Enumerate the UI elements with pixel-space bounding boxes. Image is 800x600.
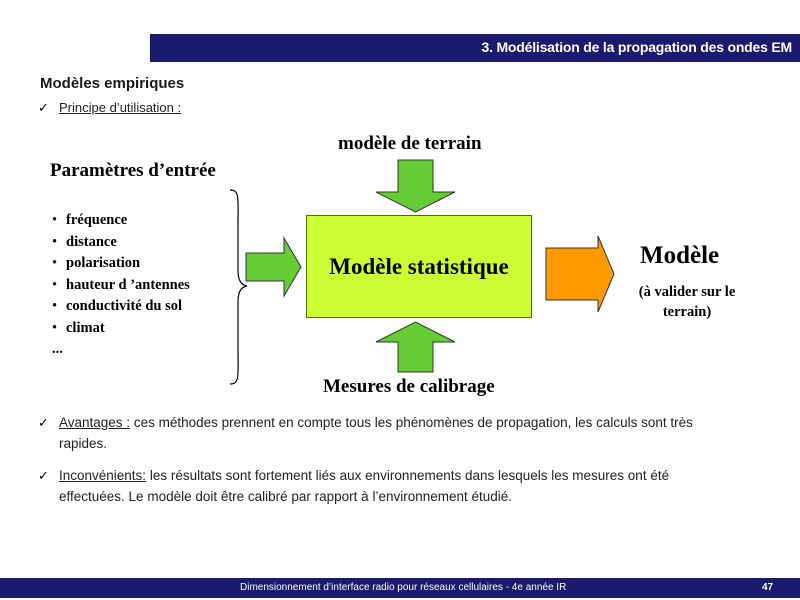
arrow-up-icon bbox=[375, 321, 456, 373]
footer-text: Dimensionnement d’interface radio pour r… bbox=[240, 582, 567, 593]
list-item: •fréquence bbox=[52, 212, 128, 228]
list-item: •polarisation bbox=[52, 255, 141, 271]
list-item: •distance bbox=[52, 233, 117, 250]
checkmark-icon: ✓ bbox=[38, 468, 49, 483]
parameter-list: •fréquence •distance •polarisation •haut… bbox=[52, 210, 190, 361]
avantages-text: Avantages : ces méthodes prennent en com… bbox=[59, 415, 693, 451]
calibration-label: Mesures de calibrage bbox=[323, 376, 495, 397]
inconvenients-text: Inconvénients: les résultats sont fortem… bbox=[59, 468, 670, 504]
checkmark-icon: ✓ bbox=[38, 100, 49, 115]
section-title: Modèles empiriques bbox=[40, 75, 185, 92]
principe-label: Principe d’utilisation : bbox=[59, 100, 182, 115]
curly-brace-icon bbox=[229, 189, 248, 385]
list-item: •conductivité du sol bbox=[52, 298, 183, 314]
slide-title: 3. Modélisation de la propagation des on… bbox=[481, 39, 792, 55]
page-number: 47 bbox=[762, 582, 774, 593]
header-bar: 3. Modélisation de la propagation des on… bbox=[150, 34, 800, 62]
statistical-model-box: Modèle statistique bbox=[306, 215, 532, 318]
list-item: •hauteur d ’antennes bbox=[52, 276, 190, 293]
arrow-right-icon bbox=[245, 236, 302, 298]
footer-bar: Dimensionnement d’interface radio pour r… bbox=[0, 578, 800, 598]
output-note: (à valider sur le terrain) bbox=[638, 284, 736, 320]
model-box-label: Modèle statistique bbox=[329, 253, 509, 279]
checkmark-icon: ✓ bbox=[38, 415, 49, 430]
list-item: •climat bbox=[52, 319, 105, 336]
input-params-title: Paramètres d’entrée bbox=[50, 160, 216, 181]
terrain-model-label: modèle de terrain bbox=[338, 133, 482, 154]
output-arrow-icon bbox=[545, 235, 615, 313]
arrow-down-icon bbox=[375, 159, 456, 213]
output-model-title: Modèle bbox=[640, 242, 720, 269]
list-item: ... bbox=[52, 341, 63, 357]
